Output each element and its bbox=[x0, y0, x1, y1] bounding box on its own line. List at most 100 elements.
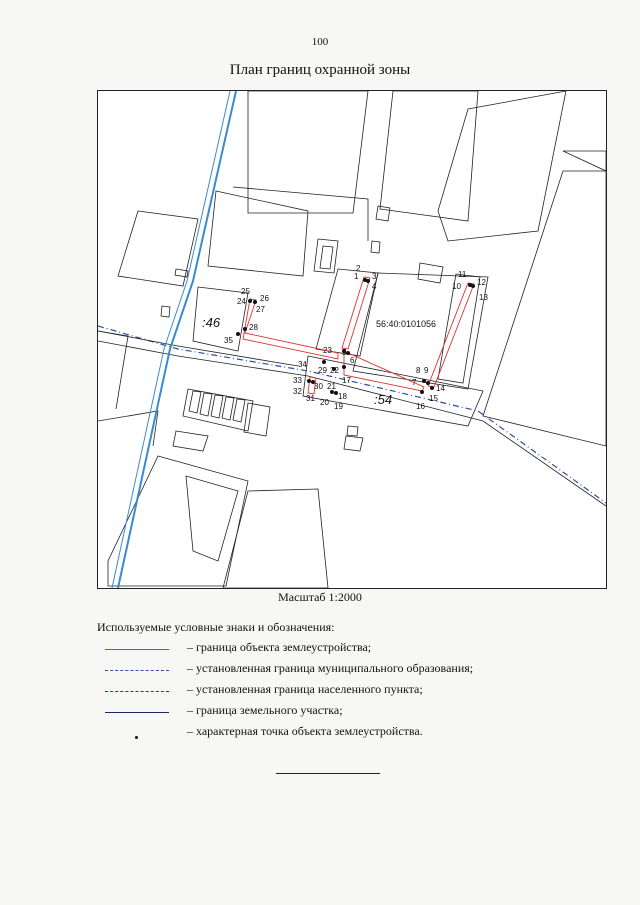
point-label-14: 14 bbox=[436, 384, 445, 393]
characteristic-point bbox=[334, 391, 338, 395]
building bbox=[437, 91, 567, 242]
point-label-33: 33 bbox=[293, 376, 302, 385]
point-label-12: 12 bbox=[477, 278, 486, 287]
legend: – граница объекта землеустройства; – уст… bbox=[97, 640, 597, 745]
building bbox=[188, 390, 202, 414]
municipal-boundary-line bbox=[98, 325, 606, 504]
characteristic-point bbox=[346, 351, 350, 355]
point-label-5: 5 bbox=[342, 348, 347, 357]
characteristic-point bbox=[248, 299, 252, 303]
building bbox=[222, 488, 329, 588]
legend-text: – характерная точка объекта землеустройс… bbox=[187, 724, 423, 738]
points-layer bbox=[236, 278, 475, 395]
boundary-map: 1 2 3 4 5 6 7 8 9 10 11 12 13 14 15 16 1… bbox=[97, 90, 607, 589]
legend-item-settlement-boundary: – установленная граница населенного пунк… bbox=[97, 682, 597, 703]
point-label-22: 22 bbox=[330, 366, 339, 375]
protection-zone-west bbox=[242, 298, 339, 360]
characteristic-point bbox=[422, 379, 426, 383]
object-boundary-layer bbox=[242, 276, 475, 395]
point-label-7: 7 bbox=[412, 378, 417, 387]
protection-zone-center bbox=[341, 276, 371, 350]
parcel-46-outline bbox=[192, 286, 249, 352]
building bbox=[182, 388, 254, 432]
building bbox=[210, 394, 224, 419]
point-label-34: 34 bbox=[298, 360, 307, 369]
point-label-13: 13 bbox=[479, 293, 488, 302]
building bbox=[379, 91, 479, 222]
block-outline bbox=[232, 186, 369, 241]
characteristic-point bbox=[471, 284, 475, 288]
point-label-15: 15 bbox=[429, 394, 438, 403]
building bbox=[375, 205, 391, 222]
map-canvas: 1 2 3 4 5 6 7 8 9 10 11 12 13 14 15 16 1… bbox=[98, 91, 606, 588]
building bbox=[174, 268, 189, 278]
characteristic-point bbox=[342, 365, 346, 369]
building bbox=[232, 398, 246, 423]
point-label-16: 16 bbox=[416, 402, 425, 411]
point-label-24: 24 bbox=[237, 297, 246, 306]
point-label-2: 2 bbox=[356, 264, 361, 273]
building bbox=[319, 245, 334, 270]
protection-zone-east bbox=[427, 282, 475, 388]
point-label-31: 31 bbox=[306, 394, 315, 403]
characteristic-point bbox=[420, 390, 424, 394]
building bbox=[199, 392, 213, 417]
legend-item-land-plot-boundary: – граница земельного участка; bbox=[97, 703, 597, 724]
building bbox=[160, 305, 171, 318]
page-number: 100 bbox=[311, 36, 329, 48]
legend-item-characteristic-point: – характерная точка объекта землеустройс… bbox=[97, 724, 597, 745]
building bbox=[315, 268, 379, 357]
point-label-29: 29 bbox=[318, 366, 327, 375]
point-labels-layer: 1 2 3 4 5 6 7 8 9 10 11 12 13 14 15 16 1… bbox=[224, 264, 488, 411]
canal-line bbox=[117, 91, 237, 588]
legend-sample-darkred-dash bbox=[105, 691, 169, 692]
building bbox=[346, 425, 359, 437]
characteristic-point bbox=[426, 381, 430, 385]
point-label-18: 18 bbox=[338, 392, 347, 401]
road-edge bbox=[98, 340, 606, 507]
canal-line bbox=[111, 91, 231, 588]
parcel-label-main: 56:40:0101056 bbox=[376, 319, 436, 329]
building bbox=[172, 430, 209, 452]
point-label-30: 30 bbox=[314, 382, 323, 391]
characteristic-point bbox=[236, 332, 240, 336]
point-label-8: 8 bbox=[416, 366, 421, 375]
protection-zone-link bbox=[307, 376, 317, 395]
road-edge bbox=[98, 330, 299, 367]
characteristic-point bbox=[366, 279, 370, 283]
characteristic-point bbox=[330, 390, 334, 394]
point-label-32: 32 bbox=[293, 387, 302, 396]
block-outline bbox=[98, 410, 159, 447]
legend-item-object-boundary: – граница объекта землеустройства; bbox=[97, 640, 597, 661]
legend-title: Используемые условные знаки и обозначени… bbox=[97, 620, 335, 634]
legend-sample-navy-line bbox=[105, 712, 169, 713]
point-label-4: 4 bbox=[372, 282, 377, 291]
block-outline bbox=[98, 330, 129, 410]
legend-text: – установленная граница населенного пунк… bbox=[187, 682, 423, 696]
signature-line bbox=[276, 773, 380, 774]
point-label-19: 19 bbox=[334, 402, 343, 411]
building bbox=[247, 91, 369, 214]
characteristic-point bbox=[322, 360, 326, 364]
point-label-1: 1 bbox=[354, 272, 359, 281]
building bbox=[313, 238, 339, 274]
point-label-23: 23 bbox=[323, 346, 332, 355]
building bbox=[370, 240, 381, 254]
point-label-25: 25 bbox=[241, 287, 250, 296]
scale-label: Масштаб 1:2000 bbox=[278, 590, 362, 604]
characteristic-point bbox=[311, 380, 315, 384]
point-label-11: 11 bbox=[458, 270, 467, 279]
legend-text: – граница земельного участка; bbox=[187, 703, 343, 717]
point-label-28: 28 bbox=[249, 323, 258, 332]
point-label-6: 6 bbox=[350, 356, 355, 365]
point-label-26: 26 bbox=[260, 294, 269, 303]
point-label-35: 35 bbox=[224, 336, 233, 345]
building bbox=[107, 455, 249, 587]
main-parcel-outline bbox=[352, 272, 489, 390]
characteristic-point bbox=[430, 386, 434, 390]
point-label-3: 3 bbox=[372, 272, 377, 281]
building bbox=[185, 475, 239, 562]
point-label-27: 27 bbox=[256, 305, 265, 314]
characteristic-point bbox=[253, 300, 257, 304]
point-label-17: 17 bbox=[342, 376, 351, 385]
